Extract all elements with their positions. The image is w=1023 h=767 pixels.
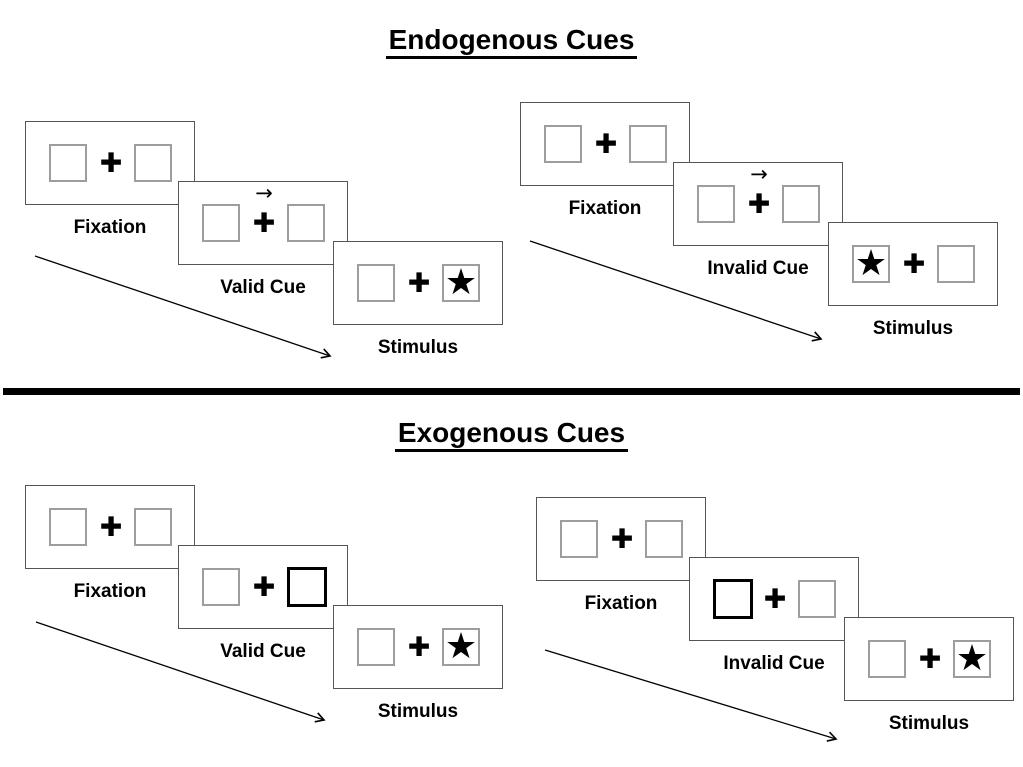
endogenous-section-title: Endogenous Cues <box>0 24 1023 59</box>
fixation-cross-icon: ✚ <box>747 188 771 220</box>
fixation-cross-icon: ✚ <box>763 583 787 615</box>
cue-arrow-icon: → <box>255 181 273 205</box>
right-box <box>798 580 836 618</box>
exogenous-section-title: Exogenous Cues <box>0 417 1023 452</box>
section-divider-line <box>3 388 1020 395</box>
right-box <box>645 520 683 558</box>
right-box <box>287 204 325 242</box>
trial-sequence-endogenous-valid: ✚Fixation→✚Valid Cue✚★Stimulus <box>25 121 505 366</box>
panel-valid-cue: →✚ <box>178 181 348 265</box>
stimulus-star-icon: ★ <box>444 626 478 667</box>
right-box <box>134 144 172 182</box>
fixation-cross-icon: ✚ <box>902 248 926 280</box>
left-box <box>49 144 87 182</box>
left-box <box>697 185 735 223</box>
trial-sequence-exogenous-invalid: ✚Fixation✚Invalid Cue✚★Stimulus <box>536 497 1016 742</box>
panel-stimulus: ✚★ <box>333 241 503 325</box>
stimulus-star-icon: ★ <box>444 262 478 303</box>
fixation-cross-icon: ✚ <box>99 147 123 179</box>
fixation-cross-icon: ✚ <box>407 267 431 299</box>
panel-stimulus: ✚★ <box>844 617 1014 701</box>
panel-label: Stimulus <box>377 337 459 358</box>
right-box: ★ <box>442 264 480 302</box>
panel-label: Valid Cue <box>220 641 306 662</box>
panel-label: Stimulus <box>377 701 459 722</box>
left-box <box>357 264 395 302</box>
panel-fixation: ✚ <box>25 485 195 569</box>
trial-sequence-exogenous-valid: ✚Fixation✚Valid Cue✚★Stimulus <box>25 485 505 730</box>
left-box <box>713 579 753 619</box>
panel-fixation: ✚ <box>536 497 706 581</box>
panel-stimulus: ★✚ <box>828 222 998 306</box>
left-box <box>202 568 240 606</box>
fixation-cross-icon: ✚ <box>252 571 276 603</box>
panel-label: Fixation <box>73 217 147 238</box>
right-box <box>782 185 820 223</box>
fixation-cross-icon: ✚ <box>918 643 942 675</box>
panel-label: Stimulus <box>888 713 970 734</box>
panel-stimulus: ✚★ <box>333 605 503 689</box>
stimulus-star-icon: ★ <box>854 243 888 284</box>
exogenous-title-text: Exogenous Cues <box>394 417 629 452</box>
right-box: ★ <box>953 640 991 678</box>
left-box <box>868 640 906 678</box>
left-box: ★ <box>852 245 890 283</box>
panel-label: Stimulus <box>872 318 954 339</box>
left-box <box>202 204 240 242</box>
fixation-cross-icon: ✚ <box>252 207 276 239</box>
panel-invalid-cue: →✚ <box>673 162 843 246</box>
cue-arrow-icon: → <box>750 162 768 186</box>
trial-sequence-endogenous-invalid: ✚Fixation→✚Invalid Cue★✚Stimulus <box>520 102 1000 347</box>
stimulus-star-icon: ★ <box>955 638 989 679</box>
right-box <box>629 125 667 163</box>
left-box <box>49 508 87 546</box>
right-box <box>287 567 327 607</box>
right-box <box>937 245 975 283</box>
panel-label: Invalid Cue <box>707 258 809 279</box>
fixation-cross-icon: ✚ <box>594 128 618 160</box>
panel-label: Fixation <box>568 198 642 219</box>
endogenous-title-text: Endogenous Cues <box>385 24 638 59</box>
panel-label: Valid Cue <box>220 277 306 298</box>
panel-fixation: ✚ <box>520 102 690 186</box>
panel-label: Fixation <box>73 581 147 602</box>
fixation-cross-icon: ✚ <box>407 631 431 663</box>
panel-label: Invalid Cue <box>723 653 825 674</box>
fixation-cross-icon: ✚ <box>610 523 634 555</box>
left-box <box>357 628 395 666</box>
left-box <box>544 125 582 163</box>
right-box: ★ <box>442 628 480 666</box>
right-box <box>134 508 172 546</box>
left-box <box>560 520 598 558</box>
panel-fixation: ✚ <box>25 121 195 205</box>
panel-invalid-cue: ✚ <box>689 557 859 641</box>
panel-label: Fixation <box>584 593 658 614</box>
fixation-cross-icon: ✚ <box>99 511 123 543</box>
panel-valid-cue: ✚ <box>178 545 348 629</box>
